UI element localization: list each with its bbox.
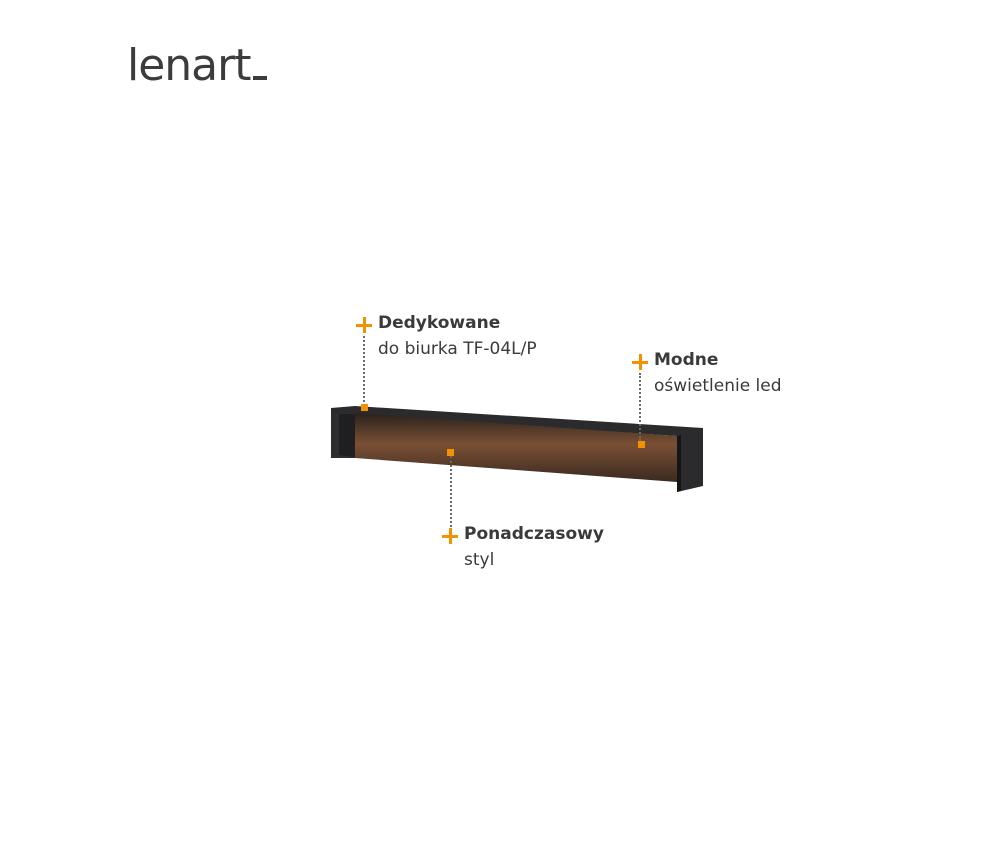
- shelf-product-image: [331, 406, 703, 492]
- annotation-timeless-marker: [447, 449, 454, 456]
- logo-text: lenart: [127, 40, 251, 91]
- annotation-timeless-subtitle: styl: [464, 550, 495, 570]
- annotation-dedicated-marker: [361, 404, 368, 411]
- shelf-top-board: [331, 406, 703, 436]
- plus-icon: [632, 354, 648, 370]
- annotation-timeless-leader-line: [450, 456, 452, 531]
- shelf-back-panel: [355, 413, 677, 482]
- annotation-modern-subtitle: oświetlenie led: [654, 376, 782, 396]
- annotation-dedicated-subtitle: do biurka TF-04L/P: [378, 339, 537, 359]
- annotation-timeless-title: Ponadczasowy: [464, 524, 604, 544]
- annotation-modern-marker: [638, 441, 645, 448]
- plus-icon: [356, 317, 372, 333]
- shelf-right-side: [677, 432, 703, 492]
- annotation-dedicated-title: Dedykowane: [378, 313, 501, 333]
- annotation-modern-leader-line: [639, 373, 641, 441]
- brand-logo: lenart: [127, 44, 267, 88]
- plus-icon: [442, 528, 458, 544]
- annotation-dedicated-leader-line: [363, 336, 365, 406]
- logo-underscore: [252, 76, 267, 80]
- annotation-modern-title: Modne: [654, 350, 719, 370]
